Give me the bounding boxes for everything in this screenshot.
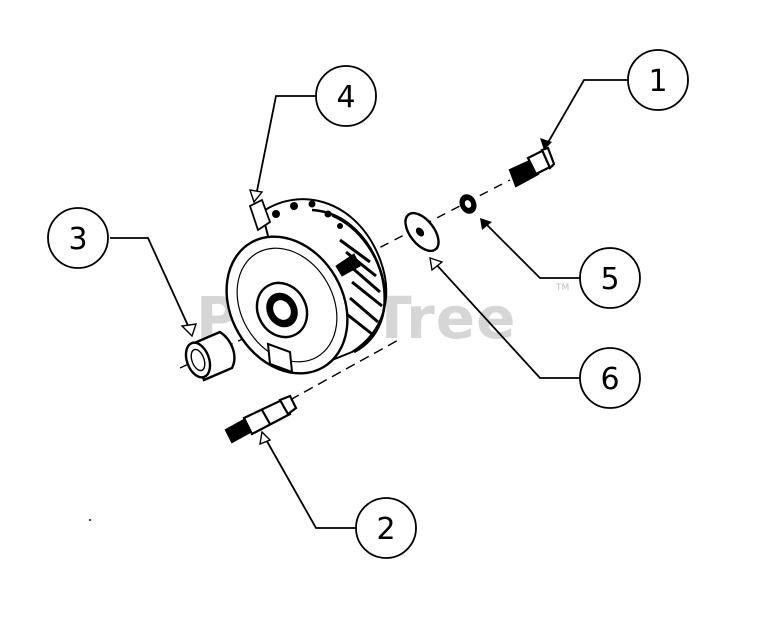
leader-lines <box>110 79 628 529</box>
shaft-stud-drawing <box>224 394 298 444</box>
arrow-head-6 <box>429 256 444 272</box>
leader-line-1 <box>545 79 628 147</box>
bolt-drawing <box>508 146 556 188</box>
callout-3[interactable]: 3 <box>47 207 109 269</box>
stray-mark <box>89 519 91 521</box>
lock-washer-drawing <box>459 194 477 214</box>
callout-6-label: 6 <box>600 362 619 397</box>
callout-2[interactable]: 2 <box>355 497 417 559</box>
arrow-head-1 <box>540 138 552 150</box>
flat-washer-drawing <box>404 211 440 253</box>
callout-3-label: 3 <box>68 222 87 257</box>
clutch-assembly-drawing <box>225 198 388 375</box>
callout-1[interactable]: 1 <box>627 49 689 111</box>
spacer-bushing-drawing <box>184 330 236 382</box>
arrow-head-2 <box>259 430 272 446</box>
watermark-trademark: TM <box>555 283 569 293</box>
leader-line-3 <box>110 237 191 331</box>
axis-line-lower <box>289 337 403 401</box>
callout-5[interactable]: 5 <box>579 247 641 309</box>
arrow-head-5 <box>480 218 492 230</box>
callout-6[interactable]: 6 <box>579 347 641 409</box>
leader-line-2 <box>263 435 356 529</box>
callout-4-label: 4 <box>336 80 355 115</box>
callout-2-label: 2 <box>376 512 395 547</box>
callouts: 1 2 3 4 5 6 <box>47 49 689 559</box>
axis-line-right <box>351 179 511 263</box>
callout-1-label: 1 <box>648 64 667 99</box>
arrow-head-3 <box>180 323 198 338</box>
callout-5-label: 5 <box>600 262 619 297</box>
callout-4[interactable]: 4 <box>315 65 377 127</box>
assembly-axis-lines <box>179 179 511 401</box>
arrow-head-4 <box>248 189 264 204</box>
leader-line-6 <box>433 261 580 379</box>
leader-line-5 <box>483 221 580 279</box>
leader-line-4 <box>255 95 316 197</box>
